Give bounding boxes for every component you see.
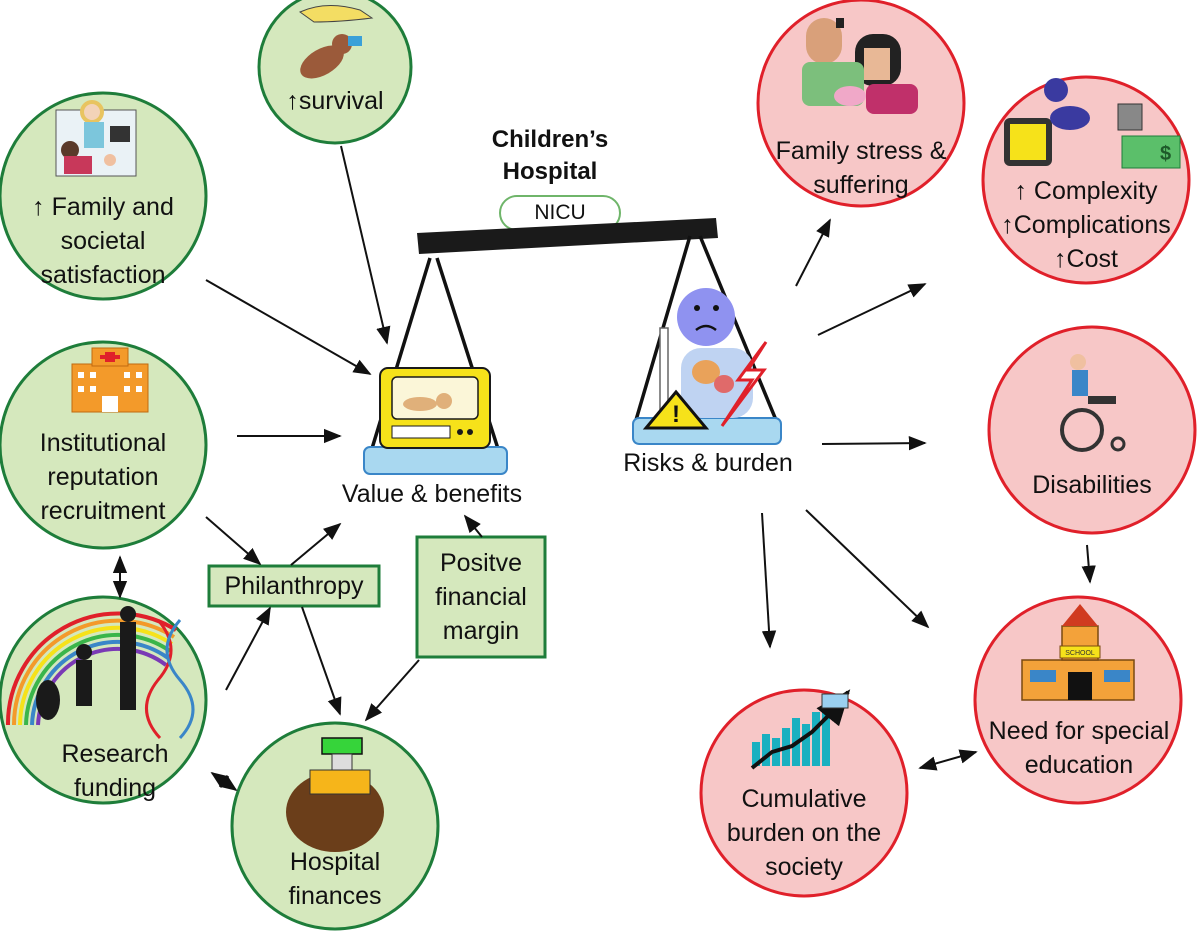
institutional-label: Institutional reputation recruitment — [39, 429, 167, 525]
neonate-hand-icon — [299, 5, 374, 79]
family-satisfaction-node — [0, 91, 208, 301]
right-pan-label: Risks & burden — [623, 449, 793, 477]
dollar-sign: $ — [1160, 143, 1171, 165]
survival-label: ↑survival — [286, 87, 384, 115]
wheelchair-icon — [1060, 354, 1126, 452]
philanthropy-box — [207, 564, 381, 608]
institutional-node — [0, 340, 208, 550]
left-pan — [363, 446, 508, 475]
rising-chart-icon — [750, 689, 851, 770]
survival-node — [257, 0, 413, 145]
svg-text:!: ! — [672, 401, 680, 428]
school-sign: SCHOOL — [1065, 650, 1095, 657]
cumulative-label: Cumulative burden on the society — [726, 785, 882, 881]
left-pan-label: Value & benefits — [341, 480, 523, 508]
finances-label: Hospital finances — [288, 848, 382, 910]
diagram-title: Children’s Hospital — [491, 126, 609, 185]
research-growth-icon — [5, 606, 195, 740]
family-stress-label: Family stress & suffering — [775, 137, 947, 199]
philanthropy-label: Philanthropy — [224, 572, 364, 600]
cumulative-node — [699, 688, 909, 898]
school-building-icon: SCHOOL — [1021, 604, 1135, 701]
complications-cost-icon: $ — [1004, 78, 1181, 169]
scale-beam — [417, 218, 718, 254]
family-satisfaction-label: ↑ Family and societal satisfaction — [32, 193, 174, 289]
arrows — [112, 145, 1096, 792]
hospital-building-icon — [71, 347, 149, 413]
complexity-label: ↑ Complexity ↑Complications ↑Cost — [1001, 177, 1171, 273]
margin-label: Positve financial margin — [435, 549, 527, 645]
special-education-label: Need for special education — [988, 717, 1170, 779]
sick-baby-icon: ! — [642, 288, 768, 430]
incubator-icon — [379, 367, 491, 449]
nurse-family-icon — [55, 100, 137, 177]
research-label: Research funding — [61, 740, 169, 802]
nicu-label: NICU — [534, 201, 586, 224]
cash-register-icon — [286, 737, 384, 852]
disabilities-label: Disabilities — [1032, 471, 1152, 499]
parents-baby-icon — [802, 18, 918, 114]
disabilities-node — [987, 325, 1197, 535]
